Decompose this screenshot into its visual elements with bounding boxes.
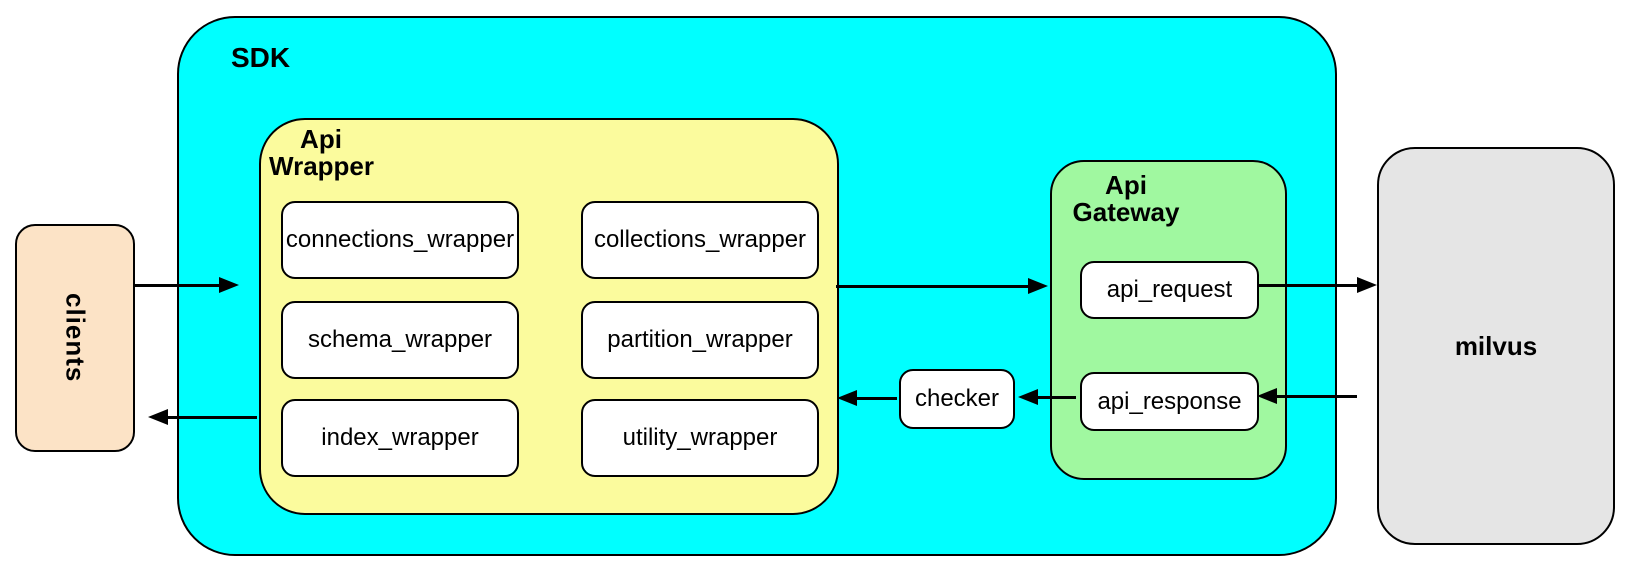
api-gateway-label: Api Gateway xyxy=(1072,170,1180,227)
api-response-box: api_response xyxy=(1080,372,1259,431)
milvus-node: milvus xyxy=(1377,147,1615,545)
clients-node: clients xyxy=(15,224,135,452)
api-gateway-container: Api Gateway api_request api_response xyxy=(1050,160,1287,480)
connections-wrapper-box: connections_wrapper xyxy=(281,201,519,279)
api-request-box: api_request xyxy=(1080,261,1259,319)
milvus-label: milvus xyxy=(1454,330,1538,361)
sdk-label: SDK xyxy=(231,42,291,73)
partition-wrapper-box: partition_wrapper xyxy=(581,301,819,379)
schema-wrapper-box: schema_wrapper xyxy=(281,301,519,379)
utility-wrapper-box: utility_wrapper xyxy=(581,399,819,477)
sdk-container: SDK Api Wrapper connections_wrapper coll… xyxy=(177,16,1337,556)
api-wrapper-label: Api Wrapper xyxy=(269,124,374,181)
checker-box: checker xyxy=(899,369,1015,429)
api-wrapper-container: Api Wrapper connections_wrapper collecti… xyxy=(259,118,839,515)
index-wrapper-box: index_wrapper xyxy=(281,399,519,477)
clients-label: clients xyxy=(60,293,91,383)
collections-wrapper-box: collections_wrapper xyxy=(581,201,819,279)
